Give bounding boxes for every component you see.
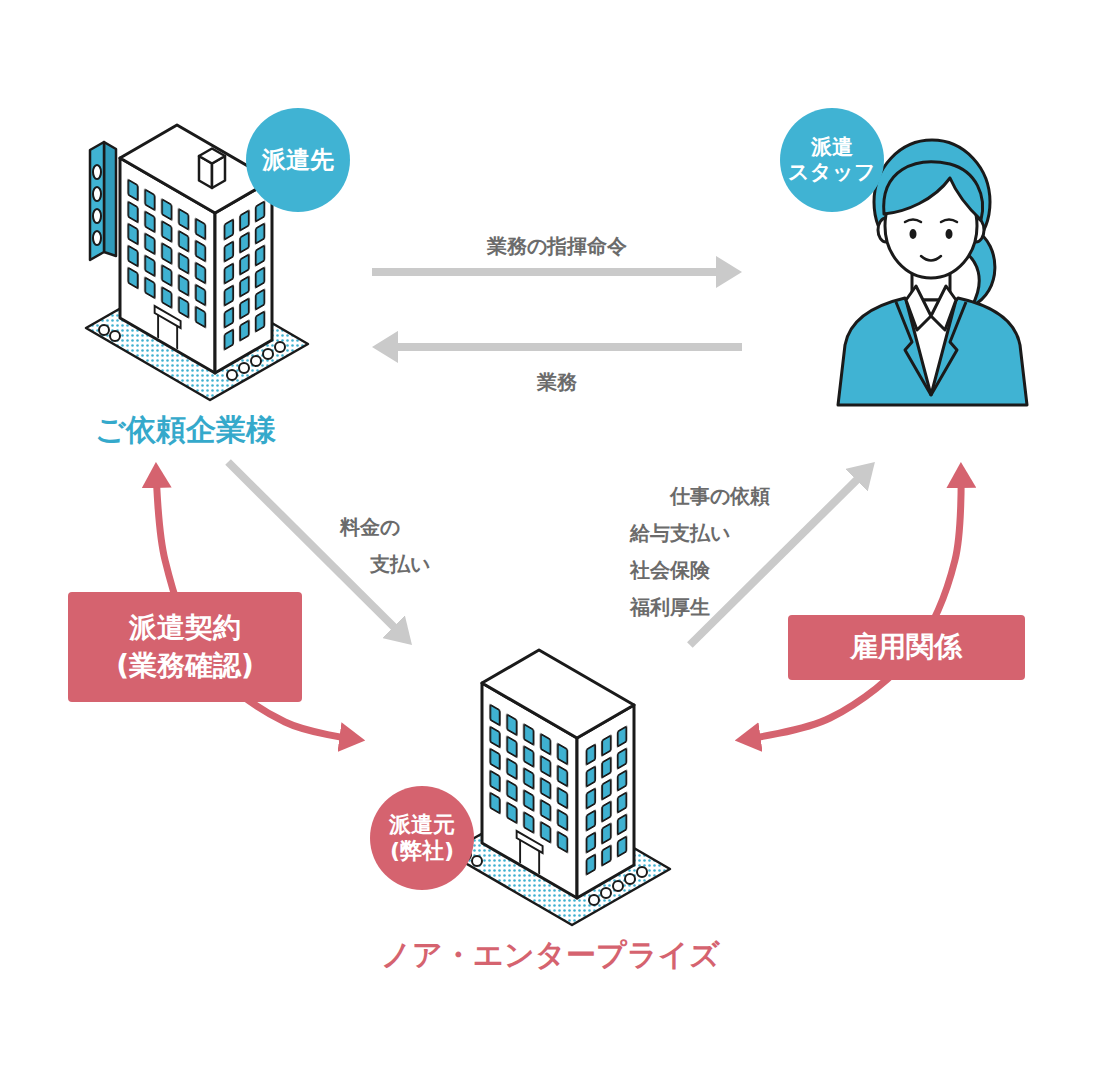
staff-figure-part xyxy=(921,256,941,261)
badge-label: 派遣先 xyxy=(262,146,334,175)
agency-building-part xyxy=(448,650,670,925)
staff-figure-part xyxy=(941,220,957,223)
client-building-part xyxy=(104,142,116,256)
client-building-part xyxy=(93,209,101,223)
badge-circle: 派遣 スタッフ xyxy=(780,108,884,212)
staff-figure-part xyxy=(905,220,921,223)
relation-label: 雇用関係 xyxy=(850,628,962,666)
relation-arrow xyxy=(747,474,961,739)
flow-label: 業務 xyxy=(537,370,577,394)
client-building-part xyxy=(93,231,101,245)
client-building-part-part xyxy=(199,149,225,164)
flow-label: 仕事の依頼 給与支払い 社会保険 福利厚生 xyxy=(630,478,778,626)
entity-name: ノア・エンタープライズ xyxy=(381,937,720,973)
flow-label: 料金の 支払い xyxy=(340,509,442,583)
badge-circle: 派遣元 (弊社) xyxy=(370,786,474,890)
staff-figure-part xyxy=(946,229,953,239)
client-building-part xyxy=(90,142,104,260)
staff-figure-part xyxy=(931,302,966,395)
relation-label-box: 雇用関係 xyxy=(788,615,1025,680)
staff-figure-part xyxy=(896,302,931,395)
staff-figure-part xyxy=(910,229,917,239)
flow-label: 業務の指揮命令 xyxy=(487,234,627,258)
relation-label: 派遣契約 (業務確認) xyxy=(116,609,254,685)
client-building-part xyxy=(93,165,101,179)
client-building-part xyxy=(199,149,225,189)
entity-node: 派遣先ご依頼企業様 xyxy=(80,100,372,462)
badge-circle: 派遣先 xyxy=(246,108,350,212)
badge-label: 派遣元 (弊社) xyxy=(389,812,455,865)
agency-building xyxy=(448,650,670,925)
entity-name: ご依頼企業様 xyxy=(95,412,276,448)
relation-label-box: 派遣契約 (業務確認) xyxy=(68,592,302,702)
entity-node: 派遣 スタッフ xyxy=(742,100,1040,462)
client-building-part xyxy=(93,187,101,201)
badge-label: 派遣 スタッフ xyxy=(788,135,876,185)
staff-figure-part xyxy=(906,286,931,330)
staff-figure-part xyxy=(931,286,956,330)
flow-arrow xyxy=(372,268,730,276)
flow-arrow xyxy=(384,343,742,351)
entity-node: 派遣元 (弊社) ノア・エンタープライズ xyxy=(365,645,735,985)
staff-figure-part xyxy=(884,162,983,220)
